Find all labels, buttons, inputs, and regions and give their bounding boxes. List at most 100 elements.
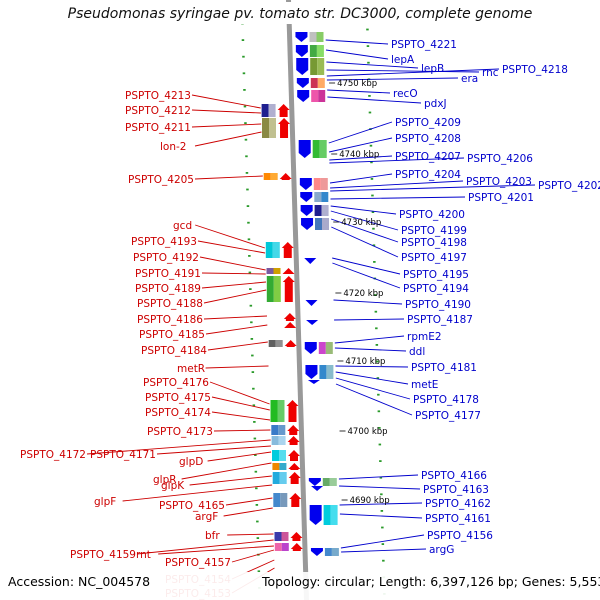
reverse-gene-block-b-4 <box>318 90 326 102</box>
forward-gene-block-6 <box>267 313 275 321</box>
tick-left-32 <box>256 537 260 539</box>
map-title: Pseudomonas syringae pv. tomato str. DC3… <box>68 6 533 22</box>
leader-left-16 <box>211 396 270 411</box>
gene-label-pspto-4187: PSPTO_4187 <box>407 314 473 326</box>
tick-right-15 <box>373 261 376 263</box>
gene-label-pspto-4191: PSPTO_4191 <box>135 268 201 280</box>
tick-left-26 <box>253 437 257 440</box>
forward-gene-block-b-8 <box>275 340 283 347</box>
reverse-gene-block-b-6 <box>320 178 328 190</box>
reverse-gene-block-3 <box>310 78 318 88</box>
reverse-gene-block-6 <box>313 178 321 190</box>
gene-label-pspto-4209: PSPTO_4209 <box>395 117 461 129</box>
gene-label-argf: argF <box>195 511 218 523</box>
tick-right-29 <box>380 493 383 496</box>
leader-right-8 <box>328 121 393 144</box>
tick-left-29 <box>255 487 258 490</box>
reverse-arrow-5 <box>298 140 311 158</box>
tick-left-15 <box>248 255 251 257</box>
forward-gene-block-3 <box>265 242 273 258</box>
gene-label-metr: metR <box>177 363 205 375</box>
reverse-arrow-0 <box>295 32 308 42</box>
forward-gene-block-b-1 <box>269 118 276 138</box>
tick-right-32 <box>381 543 385 545</box>
leader-left-21 <box>207 451 272 462</box>
tick-left-28 <box>254 470 258 473</box>
leader-right-35 <box>341 548 427 553</box>
tick-right-2 <box>366 45 370 47</box>
forward-gene-block-10 <box>271 425 279 435</box>
forward-gene-block-12 <box>272 450 279 461</box>
leader-left-10 <box>203 289 267 304</box>
gene-label-rnt: rnt <box>136 549 151 561</box>
forward-gene-block-0 <box>261 104 269 117</box>
tick-right-12 <box>371 211 375 213</box>
forward-gene-block-b-10 <box>278 425 286 435</box>
reverse-chevron-4 <box>307 380 320 384</box>
kbp-marker-6: 4690 kbp <box>350 496 390 506</box>
kbp-marker-0: 4750 kbp <box>337 79 377 89</box>
tick-left-30 <box>255 504 259 506</box>
forward-gene-block-11 <box>271 436 279 445</box>
leader-right-31 <box>339 485 421 490</box>
leader-left-24 <box>122 484 273 502</box>
reverse-gene-block-b-3 <box>317 78 325 88</box>
gene-features <box>261 32 339 556</box>
reverse-gene-block-b-1 <box>316 45 324 57</box>
label-leader-lines <box>86 39 536 594</box>
gene-label-glpk: glpK <box>161 480 185 492</box>
forward-gene-block-15 <box>273 493 281 507</box>
tick-right-23 <box>377 393 380 396</box>
reverse-chevron-2 <box>306 320 319 325</box>
tick-left-24 <box>252 404 256 407</box>
reverse-gene-block-b-14 <box>331 548 339 556</box>
tick-right-11 <box>371 194 374 197</box>
tick-right-17 <box>374 294 377 296</box>
reverse-gene-block-b-9 <box>322 218 329 230</box>
leader-right-14 <box>330 184 536 192</box>
reverse-gene-block-b-12 <box>329 478 337 486</box>
tick-left-14 <box>247 238 251 241</box>
gene-label-pdxj: pdxJ <box>424 98 447 110</box>
gene-label-pspto-4213: PSPTO_4213 <box>125 90 191 102</box>
gene-label-pspto-4178: PSPTO_4178 <box>413 394 479 406</box>
reverse-chevron-1 <box>305 300 318 306</box>
reverse-chevron-3 <box>311 486 324 491</box>
reverse-gene-block-b-0 <box>316 32 324 42</box>
leader-right-0 <box>325 39 389 45</box>
tick-right-31 <box>381 526 384 529</box>
gene-label-pspto-4159: PSPTO_4159 <box>70 549 136 561</box>
leader-left-5 <box>195 224 266 249</box>
gene-label-pspto-4212: PSPTO_4212 <box>125 105 191 117</box>
forward-arrow-13 <box>288 463 301 470</box>
reverse-arrow-14 <box>310 548 323 556</box>
leader-right-11 <box>329 157 465 164</box>
tick-left-21 <box>251 354 254 357</box>
gene-label-argg: argG <box>429 544 454 556</box>
tick-left-6 <box>243 105 247 108</box>
forward-gene-block-2 <box>263 173 271 180</box>
tick-left-25 <box>253 421 256 423</box>
gene-label-pspto-4205: PSPTO_4205 <box>128 174 194 186</box>
gene-label-pspto-4221: PSPTO_4221 <box>391 39 457 51</box>
forward-arrow-17 <box>290 543 303 551</box>
leader-left-19 <box>86 439 271 455</box>
leader-left-26 <box>223 507 273 517</box>
gene-label-pspto-4162: PSPTO_4162 <box>425 498 491 510</box>
gene-label-pspto-4192: PSPTO_4192 <box>133 252 199 264</box>
tick-right-19 <box>375 327 378 330</box>
forward-gene-block-5 <box>266 276 274 302</box>
forward-gene-block-17 <box>274 543 282 551</box>
tick-right-20 <box>375 344 379 346</box>
gene-label-pspto-4193: PSPTO_4193 <box>131 236 197 248</box>
forward-arrow-16 <box>290 532 303 541</box>
tick-right-8 <box>369 144 373 147</box>
reverse-gene-block-1 <box>309 45 317 57</box>
reverse-gene-block-13 <box>323 505 331 525</box>
tick-left-13 <box>247 221 250 224</box>
leader-right-15 <box>330 196 466 200</box>
footer-background <box>0 572 600 600</box>
forward-gene-block-b-0 <box>268 104 276 117</box>
tick-right-28 <box>379 476 383 479</box>
